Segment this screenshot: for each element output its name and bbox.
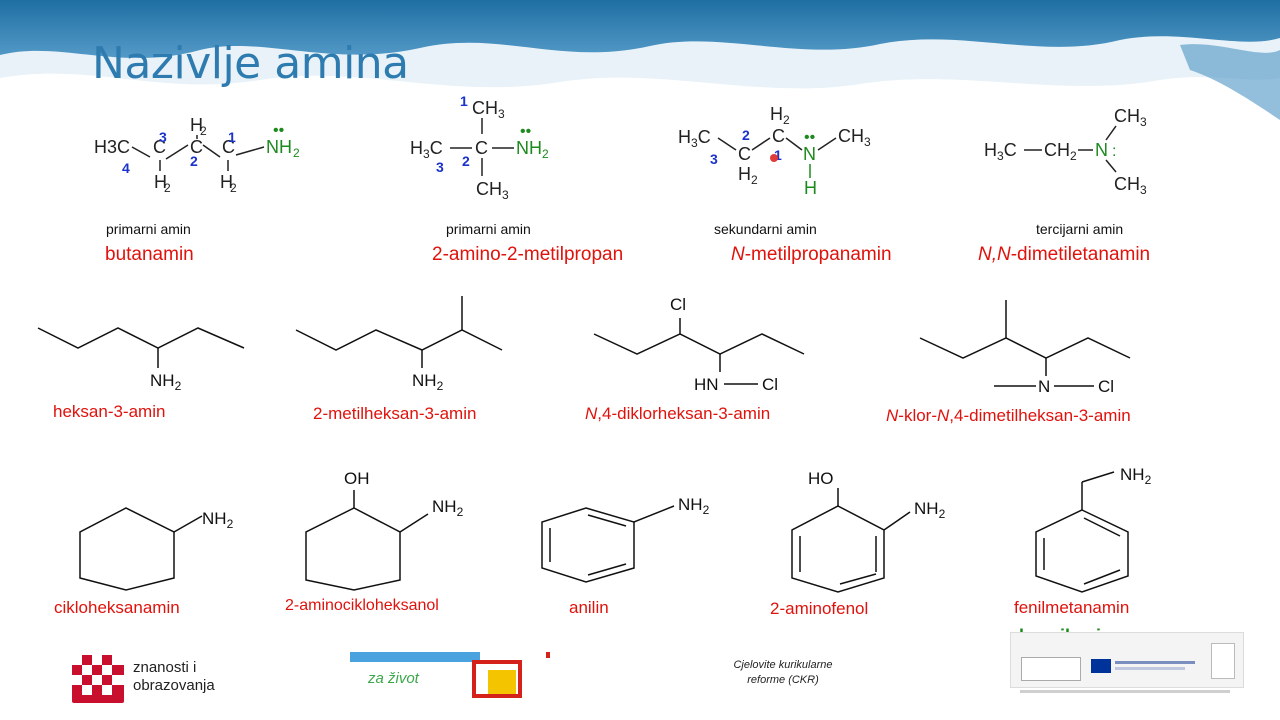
svg-text:••: •• (520, 123, 531, 140)
svg-text:2: 2 (462, 153, 470, 169)
svg-text:2: 2 (164, 181, 171, 195)
phenylmethanamine-structure: NH2 (1035, 465, 1152, 593)
svg-text:CH3: CH3 (838, 126, 871, 149)
name-fenilmetanamin: fenilmetanamin (1014, 598, 1130, 617)
name-dichlorhexan-3-amin: N,4-diklorheksan-3-amin (585, 404, 771, 423)
svg-text:1: 1 (774, 147, 782, 163)
chlorine-label: Cl (670, 295, 686, 314)
name-aminofenol: 2-aminofenol (770, 599, 869, 618)
svg-text:CH3: CH3 (1114, 174, 1147, 197)
class-label-3: sekundarni amin (714, 221, 817, 237)
name-aminocikloheksanol: 2-aminocikloheksanol (285, 597, 439, 614)
svg-text:CH2: CH2 (1044, 140, 1077, 163)
name-chlor-dimethylhexan-3-amin: N-klor-N,4-dimetilheksan-3-amin (886, 406, 1131, 425)
svg-text:H: H (190, 115, 203, 135)
svg-text:H: H (804, 178, 817, 198)
svg-text:OH: OH (344, 469, 370, 488)
svg-text:C: C (190, 137, 203, 157)
butanamine-h3c-label: H3C (94, 137, 130, 157)
name-hexan-3-amin: heksan-3-amin (53, 402, 166, 421)
svg-text:H3C: H3C (678, 127, 711, 150)
svg-text:HN: HN (694, 375, 719, 394)
svg-text:Cl: Cl (762, 375, 778, 394)
aminophenol-structure: HO NH2 (791, 469, 946, 593)
school-for-life-logo (350, 652, 550, 698)
svg-text:••: •• (273, 122, 284, 139)
svg-text:C: C (738, 144, 751, 164)
svg-text:NH2: NH2 (150, 371, 182, 393)
svg-text:N: N (803, 144, 816, 164)
methylpropanamine-structure: H3C C H2 C H2 N H CH3 •• 2 3 1 (678, 104, 871, 198)
svg-text:C: C (153, 137, 166, 157)
name-aminomethylpropane: 2-amino-2-metilpropan (432, 244, 624, 265)
svg-text:NH2: NH2 (1120, 465, 1152, 487)
school-tagline: za život (368, 670, 419, 687)
name-methylpropanamine: N-metilpropanamin (731, 244, 892, 265)
svg-text:H3C: H3C (410, 138, 443, 161)
name-anilin: anilin (569, 598, 609, 617)
class-label-1: primarni amin (106, 221, 191, 237)
svg-text:H: H (154, 172, 167, 192)
svg-text:NH2: NH2 (516, 138, 549, 161)
aminocyclohexanol-structure: OH NH2 (305, 469, 464, 591)
class-label-4: tercijarni amin (1036, 221, 1124, 237)
svg-text:2: 2 (293, 146, 300, 160)
svg-text:HO: HO (808, 469, 834, 488)
methylhexan-3-amine-structure: NH2 (295, 296, 503, 392)
svg-text:4: 4 (122, 160, 130, 176)
svg-text:H3C: H3C (984, 140, 1017, 163)
hexan-3-amine-structure: NH2 (37, 327, 245, 393)
chlor-dimethylhexan-3-amine-structure: N Cl (919, 300, 1131, 396)
svg-text:Cl: Cl (1098, 377, 1114, 396)
svg-text:CH3: CH3 (1114, 106, 1147, 129)
svg-text:••: •• (804, 129, 815, 146)
svg-text:3: 3 (159, 129, 167, 145)
svg-text:N: N (1095, 140, 1108, 160)
svg-text:NH2: NH2 (432, 497, 464, 519)
croatian-coat-of-arms-icon (72, 655, 124, 703)
svg-text:1: 1 (228, 129, 236, 145)
aniline-structure: NH2 (541, 495, 710, 583)
name-cikloheksanamin: cikloheksanamin (54, 598, 180, 617)
svg-text:C: C (475, 138, 488, 158)
eu-funds-caption (1020, 690, 1230, 693)
svg-text:N: N (1038, 377, 1050, 396)
svg-text:2: 2 (200, 124, 207, 138)
svg-text:NH2: NH2 (678, 495, 710, 517)
name-methylhexan-3-amin: 2-metilheksan-3-amin (313, 404, 477, 423)
svg-text:C: C (772, 126, 785, 146)
dimethylethanamine-structure: H3C CH2 N CH3 CH3 : (984, 106, 1147, 197)
svg-text:3: 3 (710, 151, 718, 167)
svg-text:2: 2 (230, 181, 237, 195)
svg-text:NH2: NH2 (914, 499, 946, 521)
cyclohexanamine-structure: NH2 (79, 507, 234, 591)
slide-title: Nazivlje amina (92, 38, 409, 89)
svg-text:3: 3 (436, 159, 444, 175)
name-butanamin: butanamin (105, 244, 194, 265)
svg-text:CH3: CH3 (472, 98, 505, 121)
svg-text:2: 2 (742, 127, 750, 143)
svg-text:NH2: NH2 (202, 509, 234, 531)
eu-funds-logo (1010, 632, 1244, 688)
svg-text:C: C (222, 137, 235, 157)
svg-text:H: H (220, 172, 233, 192)
svg-text:1: 1 (460, 93, 468, 109)
dichlorhexan-3-amine-structure: Cl HN Cl (593, 295, 805, 394)
svg-text:NH: NH (266, 137, 292, 157)
svg-text::: : (1112, 143, 1116, 160)
svg-text:H2: H2 (770, 104, 790, 127)
class-label-2: primarni amin (446, 221, 531, 237)
name-dimethylethanamine: N,N-dimetiletanamin (978, 244, 1151, 265)
svg-text:CH3: CH3 (476, 179, 509, 202)
svg-text:H2: H2 (738, 164, 758, 187)
aminomethylpropane-structure: H3C C CH3 CH3 NH2 •• 1 2 3 (410, 93, 549, 202)
svg-text:NH2: NH2 (412, 371, 444, 392)
svg-text:2: 2 (190, 153, 198, 169)
